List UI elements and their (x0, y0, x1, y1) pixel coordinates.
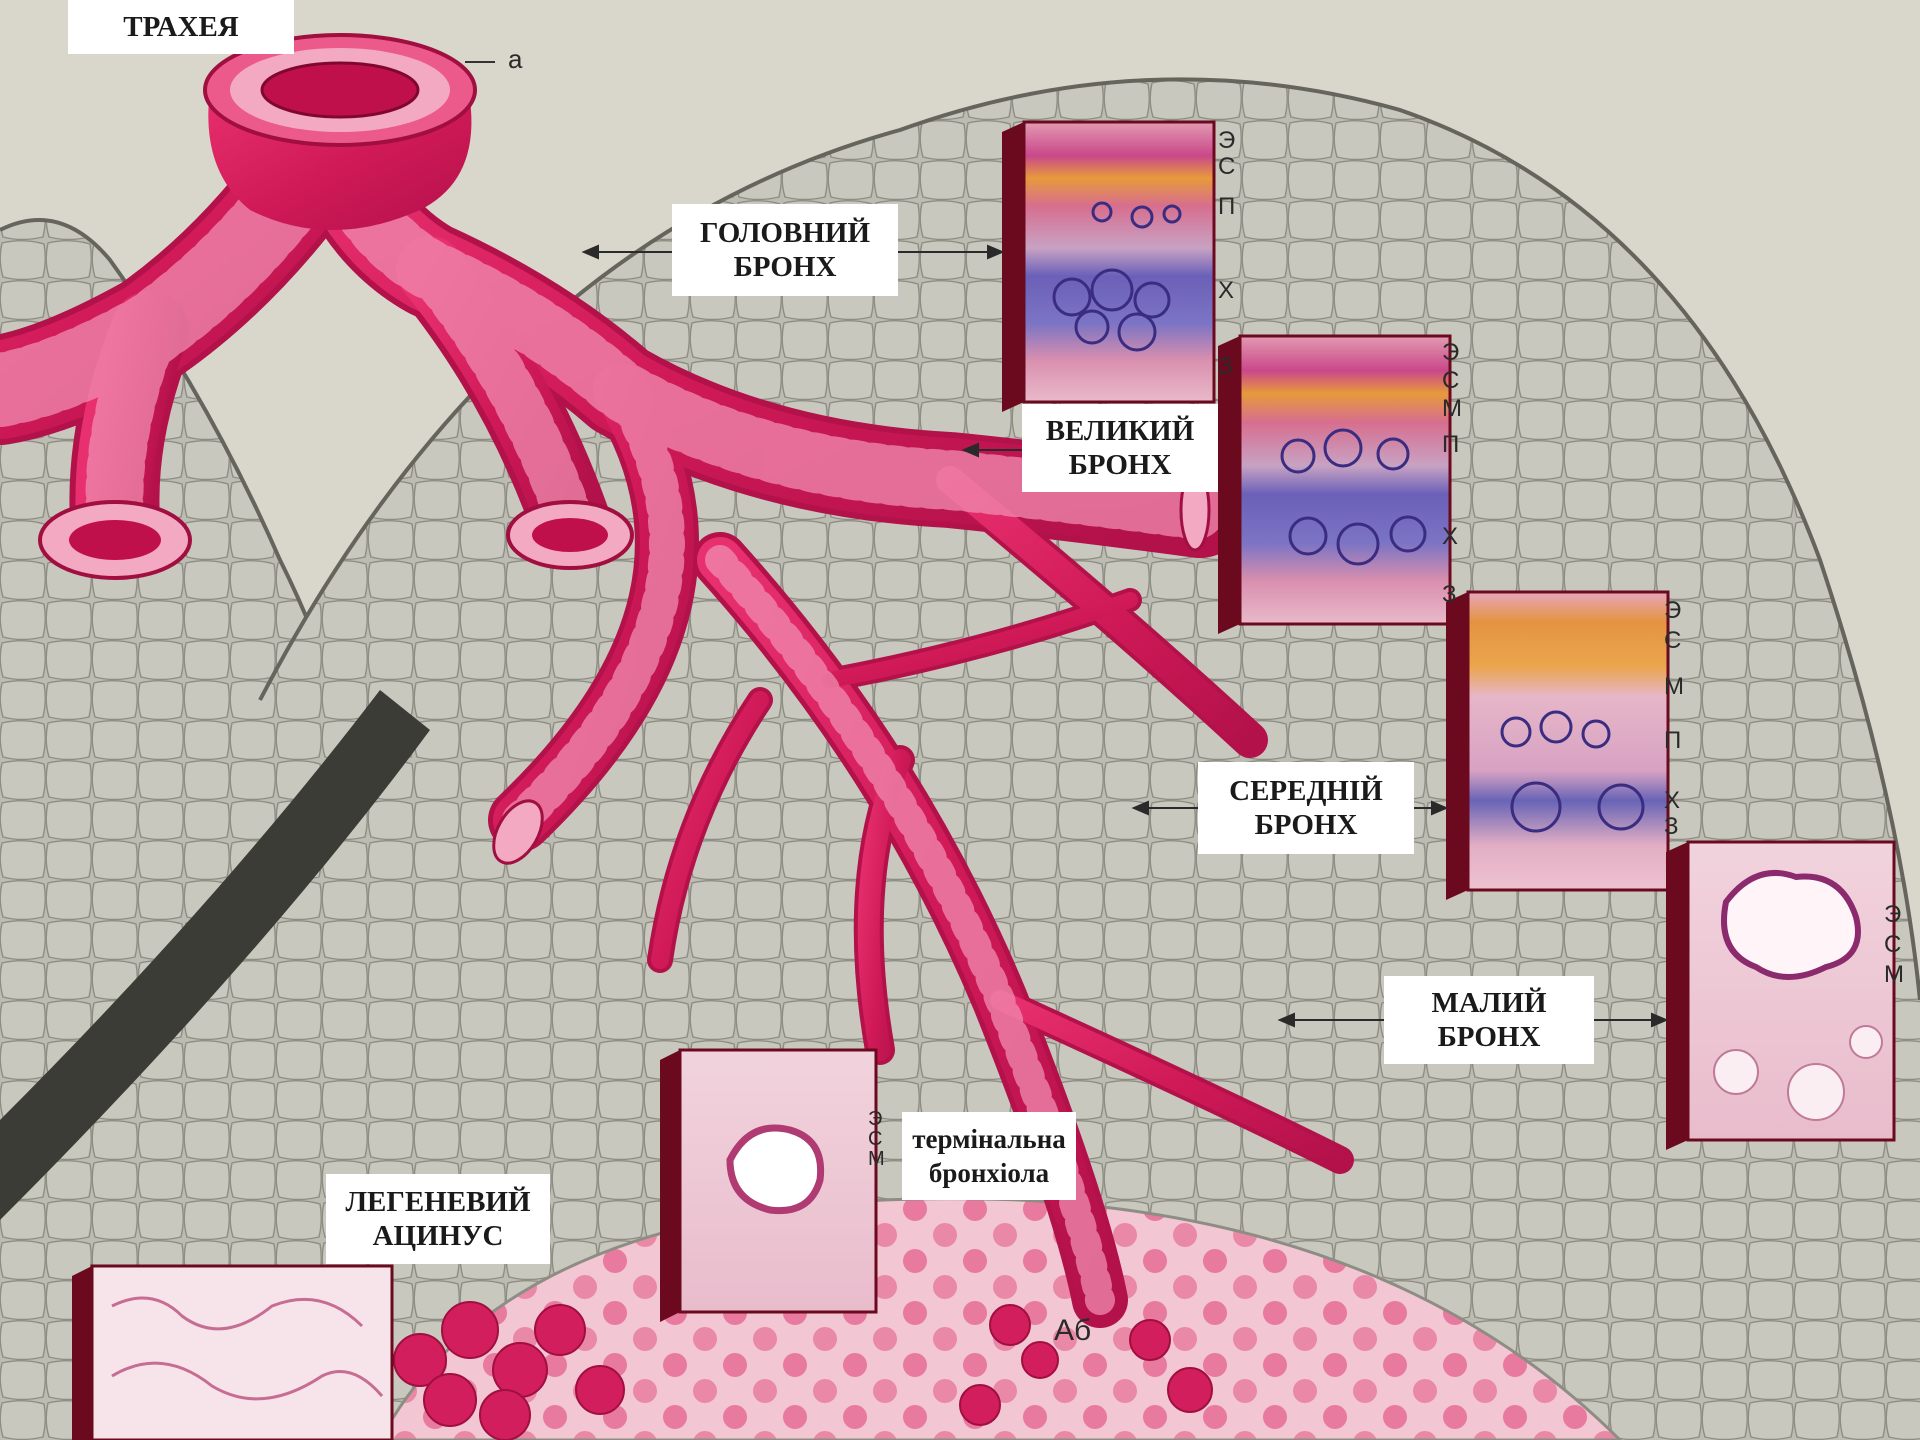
layer-letter: Э (1218, 128, 1235, 154)
layer-letter: М (1884, 962, 1904, 988)
label-medium-bronchus-line1: СЕРЕДНІЙ (1229, 774, 1383, 808)
histology-panel-small (1666, 842, 1894, 1150)
label-main-bronchus-line1: ГОЛОВНИЙ (700, 216, 870, 250)
layer-letter: Э (1442, 340, 1459, 366)
label-small-bronchus-line1: МАЛИЙ (1431, 986, 1546, 1020)
label-trachea-text: ТРАХЕЯ (123, 10, 239, 44)
histology-panel-acinus (72, 1266, 392, 1440)
histology-panel-terminal (660, 1050, 876, 1322)
layer-letter: М (1442, 396, 1462, 422)
marker-ab-text: Аб (1054, 1318, 1091, 1344)
layer-letter: З (1218, 354, 1233, 380)
layer-letter: З (1442, 582, 1457, 608)
layer-letter: Э (1664, 598, 1681, 624)
label-small-bronchus: МАЛИЙ БРОНХ (1384, 976, 1594, 1064)
layer-letter: М (868, 1146, 885, 1172)
layer-letter: С (1442, 368, 1459, 394)
layer-letter: Э (1884, 902, 1901, 928)
layer-letter: З (1664, 814, 1679, 840)
histology-panel-medium (1446, 592, 1668, 900)
marker-a-text: а (508, 46, 522, 72)
label-pulmonary-acinus-line2: АЦИНУС (373, 1219, 504, 1253)
layer-letter: П (1664, 728, 1681, 754)
layer-letter: Х (1218, 278, 1234, 304)
layer-letter: С (1664, 628, 1681, 654)
label-main-bronchus-line2: БРОНХ (734, 250, 837, 284)
label-terminal-bronchiole-line1: термінальна (912, 1122, 1066, 1156)
label-medium-bronchus: СЕРЕДНІЙ БРОНХ (1198, 762, 1414, 854)
layer-letter: П (1442, 432, 1459, 458)
layer-letter: Х (1442, 524, 1458, 550)
label-large-bronchus: ВЕЛИКИЙ БРОНХ (1022, 404, 1218, 492)
label-small-bronchus-line2: БРОНХ (1438, 1020, 1541, 1054)
label-pulmonary-acinus-line1: ЛЕГЕНЕВИЙ (345, 1185, 530, 1219)
label-terminal-bronchiole: термінальна бронхіола (902, 1112, 1076, 1200)
label-pulmonary-acinus: ЛЕГЕНЕВИЙ АЦИНУС (326, 1174, 550, 1264)
layer-letter: П (1218, 194, 1235, 220)
label-large-bronchus-line1: ВЕЛИКИЙ (1046, 414, 1195, 448)
label-medium-bronchus-line2: БРОНХ (1255, 808, 1358, 842)
layer-letter: С (1884, 932, 1901, 958)
layer-letter: С (1218, 154, 1235, 180)
histology-panel-main (1002, 122, 1214, 412)
label-large-bronchus-line2: БРОНХ (1069, 448, 1172, 482)
label-trachea: ТРАХЕЯ (68, 0, 294, 54)
label-main-bronchus: ГОЛОВНИЙ БРОНХ (672, 204, 898, 296)
layer-letter: М (1664, 674, 1684, 700)
label-terminal-bronchiole-line2: бронхіола (929, 1156, 1049, 1190)
histology-panel-large (1218, 336, 1450, 634)
layer-letter: Х (1664, 788, 1680, 814)
